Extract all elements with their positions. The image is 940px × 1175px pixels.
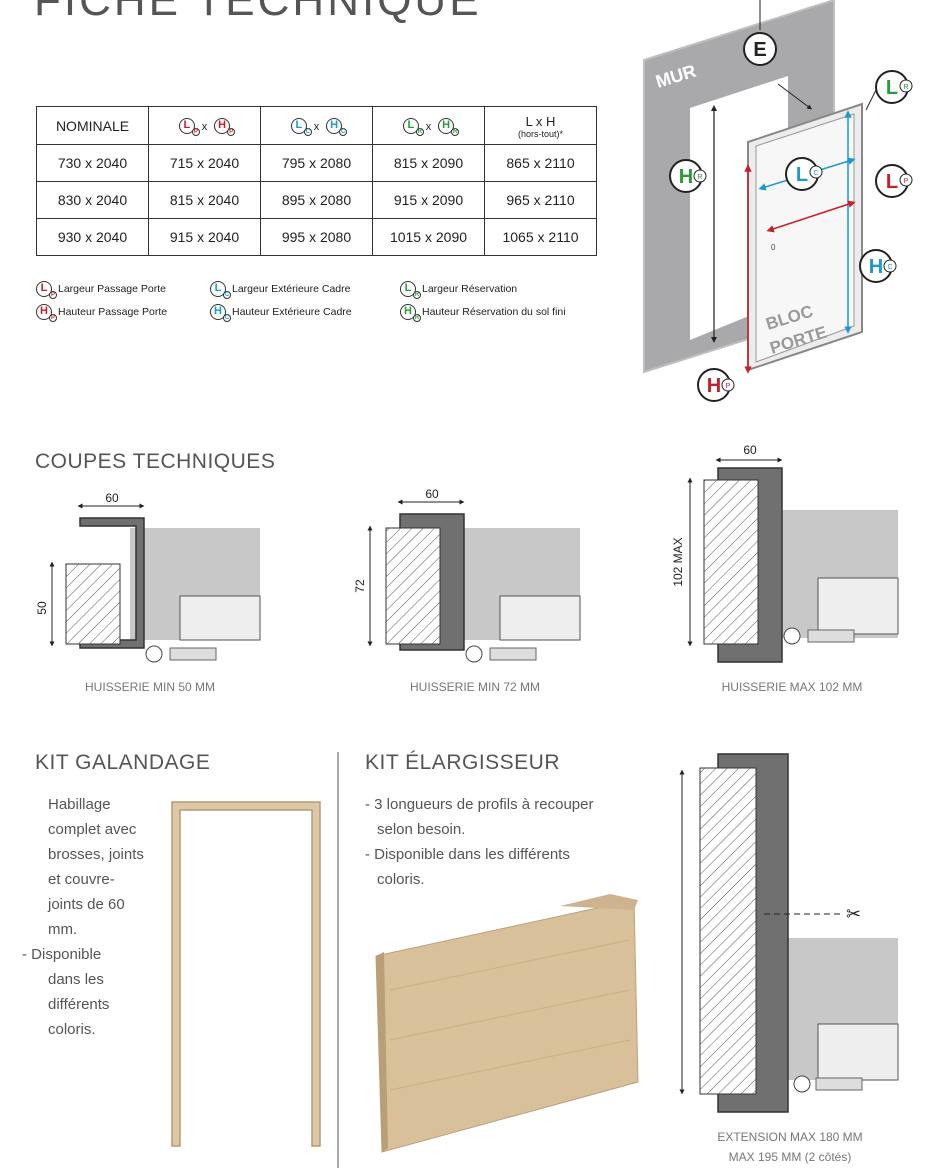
svg-text:L: L: [886, 77, 898, 99]
coupe-diagram-102: 60 102 MAX: [671, 443, 899, 663]
door-leaf-section: [817, 577, 899, 635]
svg-text:C: C: [887, 264, 892, 271]
svg-text:H: H: [869, 256, 883, 278]
hinge-icon: [783, 627, 801, 645]
caption-coupe-102: HUISSERIE MAX 102 MM: [721, 680, 863, 694]
section-title-galandage: KIT GALANDAGE: [35, 751, 211, 774]
table-cell: 1015 x 2090: [372, 218, 485, 256]
hinge-icon: [793, 1075, 811, 1093]
extension-diagram: ✂: [679, 753, 899, 1113]
svg-text:P: P: [904, 178, 909, 185]
svg-text:102 MAX: 102 MAX: [671, 537, 685, 586]
section-title-coupes: COUPES TECHNIQUES: [35, 450, 276, 473]
door-handle: 0: [771, 243, 776, 252]
coupe-diagram-50: 60 50: [35, 491, 261, 663]
svg-text:L: L: [796, 164, 808, 186]
section-title-elargisseur: KIT ÉLARGISSEUR: [365, 751, 561, 774]
elargisseur-board-image: [375, 894, 639, 1153]
header-nominale: NOMINALE: [36, 106, 149, 145]
page-title: FICHE TECHNIQUE: [34, 0, 482, 25]
table-cell: 915 x 2040: [148, 218, 261, 256]
galandage-description: Habillage complet avec brosses, joints e…: [22, 796, 144, 1038]
svg-text:C: C: [813, 170, 818, 177]
svg-text:72: 72: [353, 579, 367, 593]
table-row: 730 x 2040 715 x 2040 795 x 2080 815 x 2…: [36, 144, 597, 182]
caption-extension: EXTENSION MAX 180 MM: [717, 1130, 863, 1144]
scissors-icon: ✂: [846, 904, 861, 925]
galandage-frame-image: [171, 801, 321, 1147]
table-cell: 1065 x 2110: [484, 218, 597, 256]
door-leaf-section: [499, 595, 581, 641]
coupe-diagram-72: 60 72: [353, 488, 581, 663]
svg-text:50: 50: [35, 601, 49, 615]
svg-text:R: R: [903, 84, 908, 91]
svg-text:L: L: [886, 171, 898, 193]
door-leaf-section: [817, 1023, 899, 1081]
table-cell: 930 x 2040: [36, 218, 149, 256]
table-cell: 830 x 2040: [36, 181, 149, 219]
caption-coupe-50: HUISSERIE MIN 50 MM: [84, 680, 216, 694]
table-row: 830 x 2040 815 x 2040 895 x 2080 915 x 2…: [36, 181, 597, 219]
section-divider: [337, 752, 339, 1168]
door-leaf-section: [179, 595, 261, 641]
svg-text:60: 60: [425, 488, 439, 501]
caption-extension-max: MAX 195 MM (2 côtés): [728, 1150, 852, 1164]
door-diagram: MUR BLOC PORTE 0 E L R H R L C L P H C H…: [643, 0, 913, 402]
e-icon: [743, 32, 777, 66]
hinge-icon: [145, 645, 163, 663]
table-cell: 730 x 2040: [36, 144, 149, 182]
svg-text:H: H: [679, 166, 693, 188]
table-row: 930 x 2040 915 x 2040 995 x 2080 1015 x …: [36, 218, 597, 256]
table-cell: 795 x 2080: [260, 144, 373, 182]
table-cell: 865 x 2110: [484, 144, 597, 182]
svg-text:P: P: [726, 383, 731, 390]
svg-text:H: H: [707, 375, 721, 397]
elargisseur-description: - 3 longueurs de profils à recouper selo…: [365, 796, 594, 888]
svg-text:60: 60: [743, 443, 757, 457]
svg-text:E: E: [753, 39, 766, 61]
svg-text:60: 60: [105, 491, 119, 505]
svg-text:R: R: [697, 174, 702, 181]
table-cell: 915 x 2090: [372, 181, 485, 219]
table-cell: 815 x 2090: [372, 144, 485, 182]
table-cell: 715 x 2040: [148, 144, 261, 182]
header-hors-tout: L x H(hors-tout)*: [484, 106, 597, 145]
table-cell: 895 x 2080: [260, 181, 373, 219]
table-cell: 965 x 2110: [484, 181, 597, 219]
caption-coupe-72: HUISSERIE MIN 72 MM: [409, 680, 541, 694]
table-cell: 995 x 2080: [260, 218, 373, 256]
hinge-icon: [465, 645, 483, 663]
table-cell: 815 x 2040: [148, 181, 261, 219]
